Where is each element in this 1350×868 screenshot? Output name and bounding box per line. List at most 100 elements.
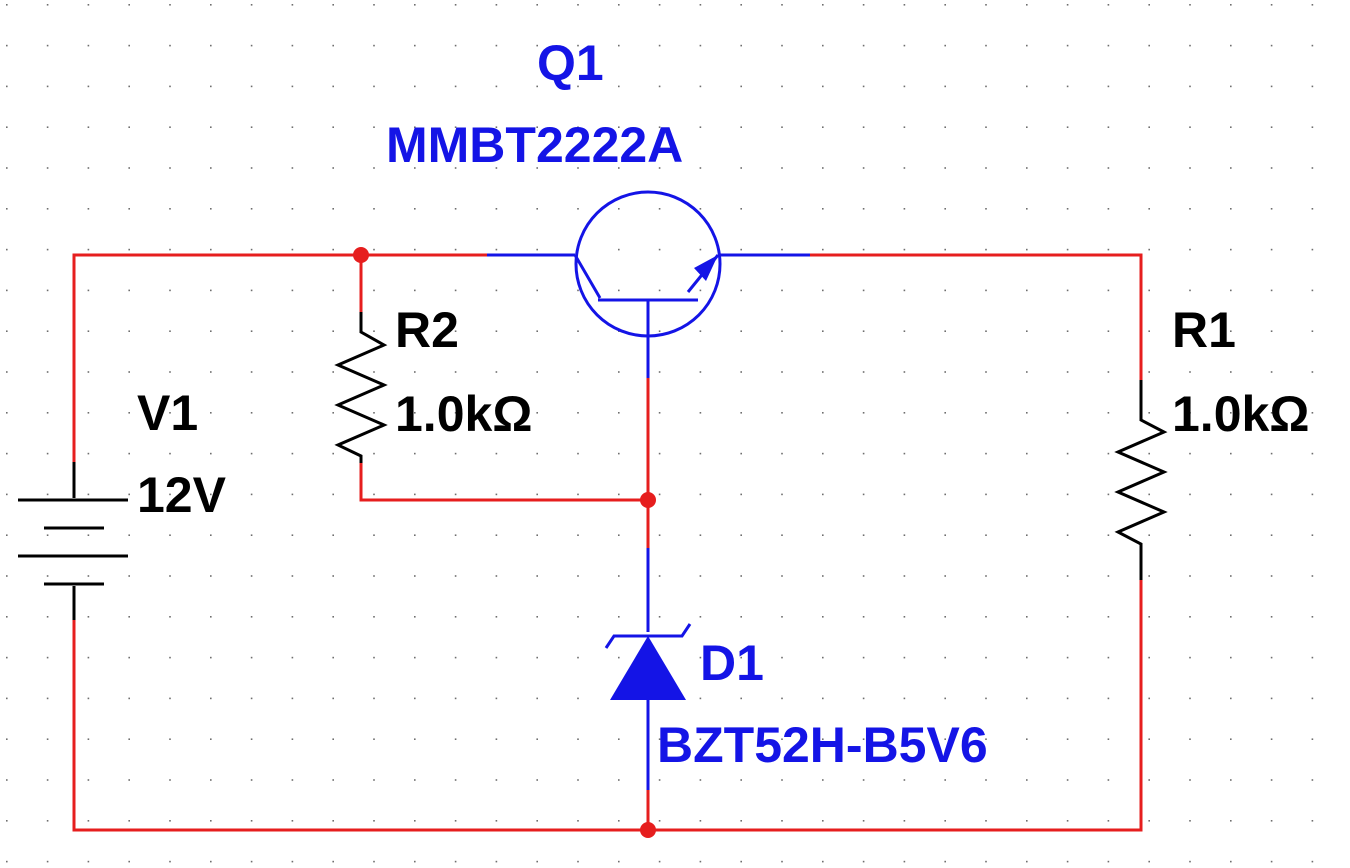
grid-dot bbox=[1148, 248, 1150, 251]
grid-dot bbox=[1066, 738, 1069, 740]
grid-dot bbox=[740, 820, 742, 822]
transistor-q1[interactable] bbox=[487, 190, 810, 378]
grid-dot bbox=[1230, 656, 1232, 659]
grid-dot bbox=[1066, 779, 1069, 781]
grid-dot bbox=[128, 289, 130, 292]
grid-dot bbox=[414, 208, 416, 210]
battery-v1[interactable] bbox=[18, 462, 128, 620]
grid-dot bbox=[414, 820, 416, 822]
grid-dot bbox=[536, 820, 538, 822]
grid-dot bbox=[210, 208, 212, 210]
grid-dot bbox=[658, 575, 661, 577]
grid-dot bbox=[699, 575, 702, 577]
grid-dot bbox=[454, 371, 457, 373]
grid-dot bbox=[454, 779, 457, 781]
grid-dot bbox=[87, 126, 90, 128]
resistor-r2[interactable] bbox=[334, 312, 388, 463]
grid-dot bbox=[862, 860, 865, 863]
grid-dot bbox=[1066, 493, 1069, 496]
grid-dot bbox=[658, 44, 661, 47]
grid-dot bbox=[250, 493, 253, 496]
grid-dot bbox=[903, 656, 906, 659]
grid-dot bbox=[332, 534, 334, 536]
grid-dot bbox=[1230, 4, 1232, 6]
grid-dot bbox=[862, 167, 865, 169]
grid-dot bbox=[903, 330, 906, 332]
grid-dot bbox=[1270, 85, 1273, 88]
grid-dot bbox=[862, 534, 865, 536]
grid-dot bbox=[536, 4, 538, 6]
grid-dot bbox=[1230, 85, 1232, 88]
grid-dot bbox=[944, 697, 946, 700]
grid-dot bbox=[46, 820, 49, 822]
grid-dot bbox=[87, 656, 90, 659]
grid-dot bbox=[414, 4, 416, 6]
grid-dot bbox=[332, 493, 334, 496]
grid-dot bbox=[6, 248, 8, 251]
grid-dot bbox=[862, 44, 865, 47]
grid-dot bbox=[1107, 126, 1110, 128]
grid-dot bbox=[903, 371, 906, 373]
grid-dot bbox=[332, 371, 334, 373]
grid-dot bbox=[1026, 534, 1028, 536]
grid-dot bbox=[618, 820, 620, 822]
grid-dot bbox=[699, 167, 702, 169]
grid-dot bbox=[46, 4, 49, 6]
grid-dot bbox=[454, 697, 457, 700]
grid-dot bbox=[291, 493, 294, 496]
grid-dot bbox=[1230, 126, 1232, 128]
grid-dot bbox=[210, 248, 212, 251]
grid-dot bbox=[658, 4, 661, 6]
grid-dot bbox=[1189, 44, 1191, 47]
grid-dot bbox=[618, 534, 620, 536]
grid-dot bbox=[1066, 208, 1069, 210]
grid-dot bbox=[862, 452, 865, 455]
grid-dot bbox=[985, 4, 987, 6]
grid-dot bbox=[658, 248, 661, 251]
grid-dot bbox=[46, 412, 49, 414]
grid-dot bbox=[1026, 820, 1028, 822]
grid-dot bbox=[87, 85, 90, 88]
wire-r2-bottom[interactable] bbox=[359, 461, 650, 502]
grid-dot bbox=[414, 289, 416, 292]
grid-dot bbox=[1066, 656, 1069, 659]
grid-dot bbox=[658, 126, 661, 128]
grid-dot bbox=[577, 697, 579, 700]
grid-dot bbox=[291, 208, 294, 210]
grid-dot bbox=[46, 208, 49, 210]
grid-dot bbox=[1270, 44, 1273, 47]
grid-dot bbox=[128, 697, 130, 700]
grid-dot bbox=[1026, 616, 1028, 618]
grid-dot bbox=[658, 534, 661, 536]
grid-dot bbox=[414, 85, 416, 88]
grid-dot bbox=[577, 616, 579, 618]
junctions bbox=[353, 247, 656, 838]
grid-dot bbox=[250, 167, 253, 169]
grid-dot bbox=[332, 697, 334, 700]
grid-dot bbox=[6, 85, 8, 88]
grid-dot bbox=[1107, 412, 1110, 414]
grid-dot bbox=[495, 4, 498, 6]
grid-dot bbox=[1189, 738, 1191, 740]
grid-dot bbox=[128, 779, 130, 781]
grid-dot bbox=[1311, 860, 1314, 863]
grid-dot bbox=[658, 820, 661, 822]
grid-dot bbox=[495, 493, 498, 496]
grid-dot bbox=[1107, 330, 1110, 332]
grid-dot bbox=[128, 126, 130, 128]
grid-dot bbox=[1066, 85, 1069, 88]
grid-dot bbox=[699, 452, 702, 455]
resistor-r1[interactable] bbox=[1114, 380, 1168, 580]
grid-dot bbox=[618, 248, 620, 251]
grid-dot bbox=[291, 820, 294, 822]
grid-dot bbox=[1148, 126, 1150, 128]
grid-dot bbox=[536, 85, 538, 88]
grid-dot bbox=[291, 412, 294, 414]
grid-dot bbox=[291, 575, 294, 577]
grid-dot bbox=[1107, 248, 1110, 251]
wire-v1-top[interactable] bbox=[72, 253, 489, 464]
grid-dot bbox=[169, 656, 171, 659]
wire-bottom-rail[interactable] bbox=[72, 578, 1143, 832]
wire-emitter-r1[interactable] bbox=[808, 253, 1143, 382]
grid-dot bbox=[862, 697, 865, 700]
